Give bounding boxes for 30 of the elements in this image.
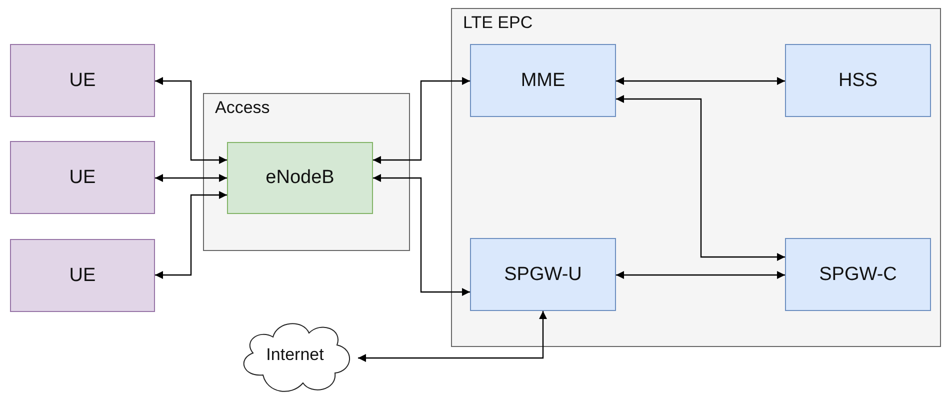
arrow — [358, 311, 547, 362]
ue-box — [10, 239, 155, 312]
arrow — [155, 174, 227, 182]
enodeb-box — [227, 142, 373, 214]
node-label: UE — [69, 70, 96, 92]
node-label: HSS — [838, 70, 878, 92]
ue-box — [10, 141, 155, 214]
group-title: Access — [215, 98, 270, 118]
arrow — [155, 77, 227, 164]
group-panel — [451, 8, 941, 347]
arrow — [373, 174, 470, 296]
arrow — [373, 77, 470, 164]
node-label: Internet — [266, 345, 324, 365]
node-label: eNodeB — [266, 167, 334, 189]
core-box — [470, 238, 616, 311]
core-box — [470, 44, 616, 117]
node-label: UE — [69, 166, 96, 188]
node-label: SPGW-U — [504, 264, 582, 286]
node-label: SPGW-C — [819, 264, 897, 286]
node-label: MME — [520, 70, 566, 92]
ue-box — [10, 44, 155, 117]
core-box — [785, 238, 931, 311]
node-label: UE — [69, 264, 96, 286]
group-title: LTE EPC — [463, 13, 533, 33]
arrow — [616, 271, 785, 279]
core-box — [785, 44, 931, 117]
arrow — [155, 191, 227, 279]
group-panel — [203, 93, 410, 251]
arrow — [616, 95, 785, 261]
arrow — [616, 77, 785, 85]
